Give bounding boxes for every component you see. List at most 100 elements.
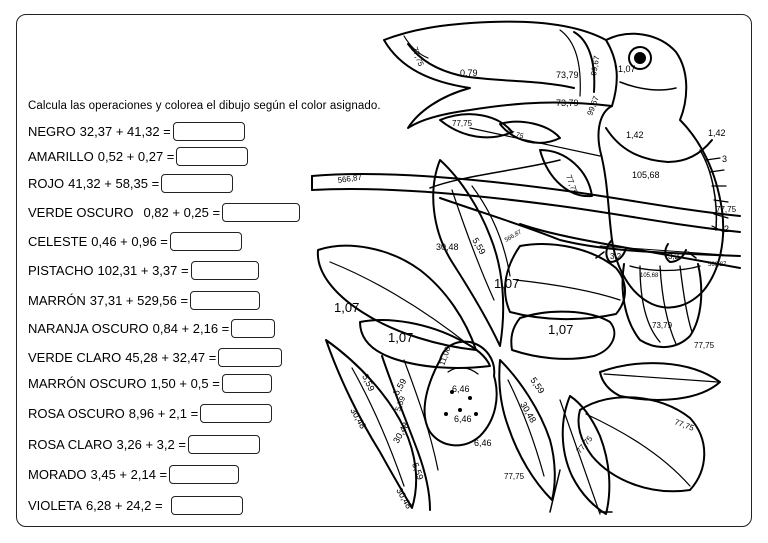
- drawing-label: 6,46: [454, 414, 472, 424]
- exercise-row: PISTACHO 102,31 + 3,37 =: [28, 261, 259, 280]
- drawing-label: 73,79: [556, 98, 579, 108]
- drawing-label: 1,07: [548, 322, 573, 337]
- operation: 1,50 + 0,5 =: [150, 376, 220, 391]
- worksheet-frame: [16, 14, 752, 527]
- orchid-petals: [316, 159, 626, 369]
- drawing-label: 566,87: [708, 262, 727, 268]
- operation: 102,31 + 3,37 =: [97, 263, 189, 278]
- exercise-row: NARANJA OSCURO 0,84 + 2,16 =: [28, 319, 276, 338]
- exercise-row: VERDE OSCURO 0,82 + 0,25 =: [28, 203, 301, 222]
- drawing-label: 5,59: [360, 373, 376, 393]
- operation: 45,28 + 32,47 =: [125, 350, 217, 365]
- color-label: CELESTE: [28, 234, 88, 249]
- drawing-label: 77,75: [564, 174, 579, 196]
- exercise-row: MARRÓN OSCURO 1,50 + 0,5 =: [28, 374, 272, 393]
- answer-box[interactable]: [218, 348, 283, 367]
- answer-box[interactable]: [221, 374, 272, 393]
- color-label: ROJO: [28, 176, 65, 191]
- answer-box[interactable]: [172, 122, 245, 141]
- operation: 0,82 + 0,25 =: [143, 205, 221, 220]
- drawing-label: 77,75: [694, 341, 715, 350]
- drawing-label: 1,07: [334, 300, 359, 315]
- color-label: VERDE CLARO: [28, 350, 122, 365]
- drawing-label: 105,68: [640, 273, 659, 279]
- color-label: AMARILLO: [28, 149, 94, 164]
- exercise-row: NEGRO 32,37 + 41,32 =: [28, 122, 245, 141]
- exercise-row: ROSA CLARO 3,26 + 3,2 =: [28, 435, 260, 454]
- drawing-label: 6,46: [452, 384, 470, 394]
- color-label: ROSA CLARO: [28, 437, 113, 452]
- drawing-label: 5,59: [470, 236, 487, 256]
- drawing-label: 1,42: [626, 130, 644, 140]
- answer-box[interactable]: [190, 291, 261, 310]
- operation: 0,52 + 0,27 =: [97, 149, 175, 164]
- drawing-label: 99,67: [589, 55, 601, 77]
- answer-box[interactable]: [161, 174, 234, 193]
- orchid-side-petals: [325, 339, 556, 511]
- exercise-row: VIOLETA 6,28 + 24,2 =: [28, 496, 243, 515]
- right-leaves: [549, 362, 721, 515]
- exercise-row: VERDE CLARO 45,28 + 32,47 =: [28, 348, 283, 367]
- operation: 3,26 + 3,2 =: [116, 437, 186, 452]
- answer-box[interactable]: [190, 261, 259, 280]
- drawing-label: 77,75: [716, 205, 737, 214]
- color-label: PISTACHO: [28, 263, 94, 278]
- drawing-label: 3: [722, 154, 727, 164]
- color-label: ROSA OSCURO: [28, 406, 125, 421]
- drawing-label: 5,59: [410, 461, 425, 481]
- answer-box[interactable]: [169, 232, 242, 251]
- operation: 0,46 + 0,96 =: [91, 234, 168, 249]
- toucan-beak: [383, 20, 618, 129]
- color-label: MARRÓN: [28, 293, 86, 308]
- exercise-row: CELESTE 0,46 + 0,96 =: [28, 232, 242, 251]
- drawing-label: 0,79: [460, 68, 478, 78]
- drawing-label: 30,48: [436, 242, 459, 252]
- drawing-label: 5,59: [391, 377, 408, 397]
- answer-box[interactable]: [231, 319, 276, 338]
- exercise-row: ROSA OSCURO 8,96 + 2,1 =: [28, 404, 273, 423]
- answer-box[interactable]: [169, 465, 240, 484]
- twig-leaves: [439, 113, 601, 198]
- color-label: VERDE OSCURO: [28, 205, 134, 220]
- drawing-label: 77,75: [505, 129, 524, 140]
- toucan-body: [597, 32, 729, 309]
- drawing-label: 30,48: [518, 400, 538, 425]
- exercise-row: ROJO 41,32 + 58,35 =: [28, 174, 234, 193]
- answer-box[interactable]: [187, 435, 260, 454]
- exercise-row: MORADO 3,45 + 2,14 =: [28, 465, 240, 484]
- color-label: VIOLETA: [28, 498, 82, 513]
- drawing-label: 77,75: [410, 46, 425, 68]
- drawing-label: 77,75: [504, 472, 525, 481]
- drawing-label: 30,48: [394, 486, 414, 511]
- drawing-label: 30,48: [348, 406, 368, 431]
- drawing-label: 77,75: [452, 119, 473, 128]
- operation: 0,84 + 2,16 =: [152, 321, 230, 336]
- drawing-label: 11,06: [437, 345, 452, 367]
- answer-box[interactable]: [222, 203, 301, 222]
- color-label: MORADO: [28, 467, 87, 482]
- answer-box[interactable]: [200, 404, 273, 423]
- drawing-label: 566,87: [337, 173, 363, 185]
- drawing-label: 1,07: [618, 64, 636, 74]
- drawing-label: 566,87: [504, 229, 523, 244]
- drawing-label: 30,48: [391, 420, 411, 445]
- operation: 6,28 + 24,2 =: [85, 498, 163, 513]
- color-label: NARANJA OSCURO: [28, 321, 149, 336]
- answer-box[interactable]: [170, 496, 243, 515]
- drawing-label: 1,07: [388, 330, 413, 345]
- drawing-label: 3,2: [668, 252, 680, 261]
- drawing-label: 1,07: [494, 276, 519, 291]
- drawing-label: 2: [724, 224, 729, 234]
- color-label: NEGRO: [28, 124, 76, 139]
- drawing-label: 73,79: [556, 70, 579, 80]
- drawing-label: 105,68: [632, 170, 660, 180]
- branch: [311, 159, 741, 269]
- toucan-tail: [621, 263, 703, 348]
- drawing-labels: 77,75 0,79 73,79 73,79 99,67 99,67 1,07 …: [334, 46, 737, 511]
- drawing-label: 77,75: [575, 434, 595, 456]
- answer-box[interactable]: [176, 147, 249, 166]
- drawing-label: 5,59: [393, 394, 407, 412]
- drawing-label: 6,46: [474, 438, 492, 448]
- drawing-label: 3,2: [610, 252, 622, 261]
- drawing-label: 5,59: [528, 375, 546, 395]
